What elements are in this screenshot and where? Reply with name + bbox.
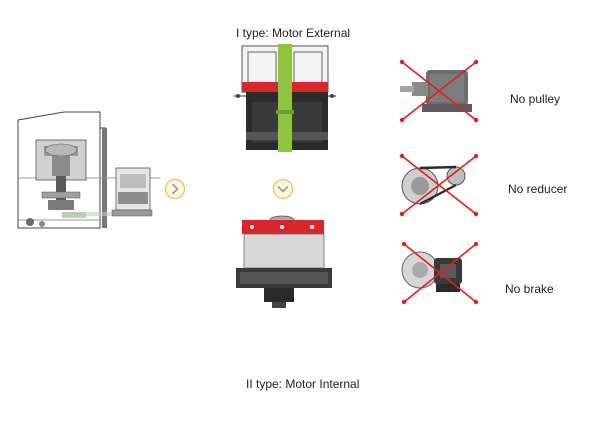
chevron-right-icon <box>164 178 186 200</box>
motor-external-illustration <box>234 44 336 152</box>
type-one-label: I type: Motor External <box>236 26 351 40</box>
motor-internal-illustration <box>236 215 332 308</box>
brake-disc-icon <box>401 241 479 305</box>
excluded-part-label: No pulley <box>510 92 561 106</box>
excluded-part-label: No reducer <box>508 182 568 196</box>
gear-reducer-icon <box>399 59 479 123</box>
belt-pulley-icon <box>399 153 479 217</box>
external-motor-small <box>111 167 153 217</box>
excluded-part-label: No brake <box>505 282 554 296</box>
type-two-label: II type: Motor Internal <box>246 377 360 391</box>
chevron-down-icon <box>272 178 294 200</box>
